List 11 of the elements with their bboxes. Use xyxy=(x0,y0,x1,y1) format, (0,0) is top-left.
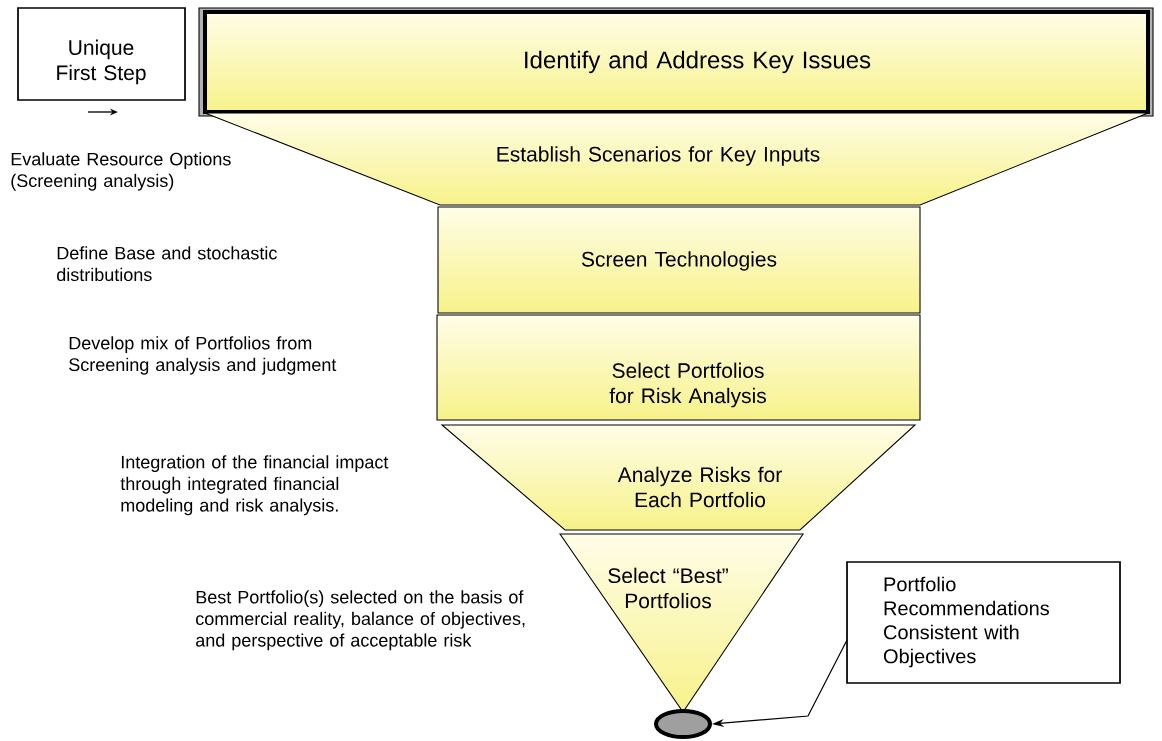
annotation-text: Develop mix of Portfolios from Screening analysis and judgment xyxy=(69,336,337,375)
funnel-triangle: Select “Best” Portfolios xyxy=(559,533,804,713)
annotation-text: Integration of the financial impact through integrated financial modeling and risk analysis. xyxy=(120,455,389,516)
funnel-box: Select Portfolios for Risk Analysis xyxy=(436,314,921,421)
annotation-text: Best Portfolio(s) selected on the basis of commercial reality, balance of objectives, and perspective of acceptable risk xyxy=(196,590,525,651)
note-box: Portfolio Recommendations Consistent with Objectives xyxy=(846,561,1121,684)
funnel-top-box: Identify and Address Key Issues xyxy=(198,7,1154,117)
annotation-text: Define Base and stochastic distributions xyxy=(57,246,277,282)
outcome-ellipse xyxy=(654,709,712,739)
funnel-box: Screen Technologies xyxy=(437,206,921,314)
step-box: Unique First Step xyxy=(17,7,186,101)
